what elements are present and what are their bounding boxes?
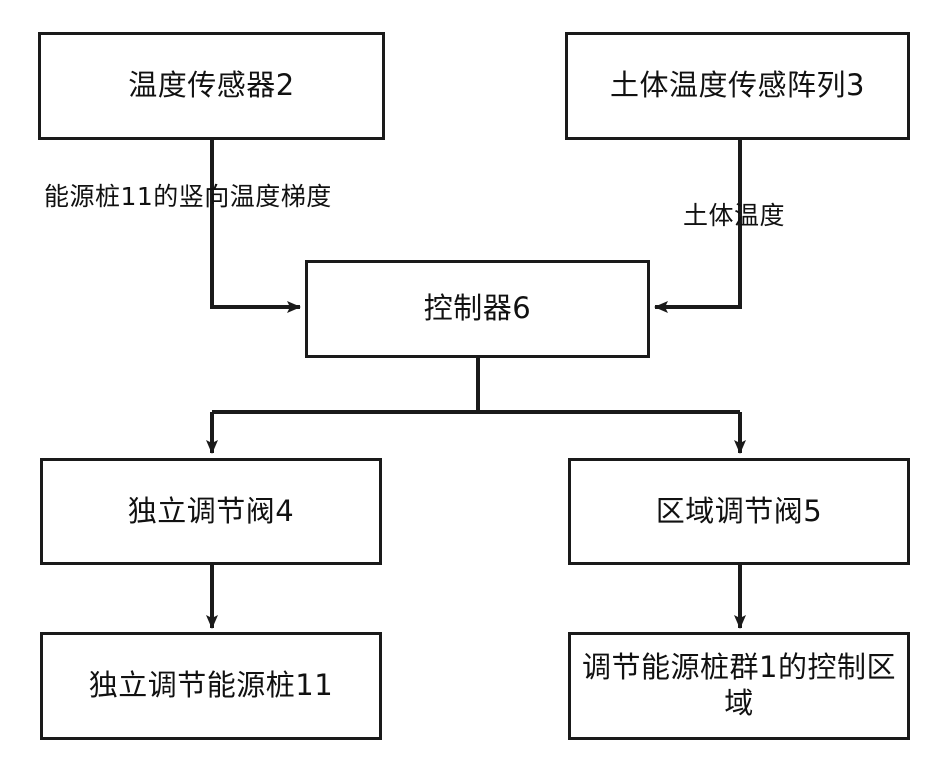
edge-label-soil-temperature: 土体温度 bbox=[683, 201, 786, 230]
node-controller-label: 控制器6 bbox=[423, 291, 532, 326]
node-energy-pile-group-control-zone-label: 调节能源桩群1的控制区域 bbox=[582, 650, 896, 720]
node-energy-pile-group-control-zone: 调节能源桩群1的控制区域 bbox=[568, 632, 910, 740]
node-zone-control-valve: 区域调节阀5 bbox=[568, 458, 910, 565]
node-independent-energy-pile: 独立调节能源桩11 bbox=[40, 632, 382, 740]
node-soil-temperature-sensor-array-label: 土体温度传感阵列3 bbox=[610, 68, 865, 103]
node-controller: 控制器6 bbox=[305, 260, 650, 358]
edge-label-vertical-temperature-gradient: 能源桩11的竖向温度梯度 bbox=[44, 182, 332, 211]
node-soil-temperature-sensor-array: 土体温度传感阵列3 bbox=[565, 32, 910, 140]
node-independent-control-valve: 独立调节阀4 bbox=[40, 458, 382, 565]
node-independent-control-valve-label: 独立调节阀4 bbox=[127, 493, 295, 528]
node-zone-control-valve-label: 区域调节阀5 bbox=[655, 493, 823, 528]
node-temperature-sensor-label: 温度传感器2 bbox=[128, 68, 295, 103]
node-independent-energy-pile-label: 独立调节能源桩11 bbox=[88, 668, 334, 703]
edge-temp-sensor-to-controller bbox=[210, 140, 301, 313]
node-temperature-sensor: 温度传感器2 bbox=[38, 32, 385, 140]
